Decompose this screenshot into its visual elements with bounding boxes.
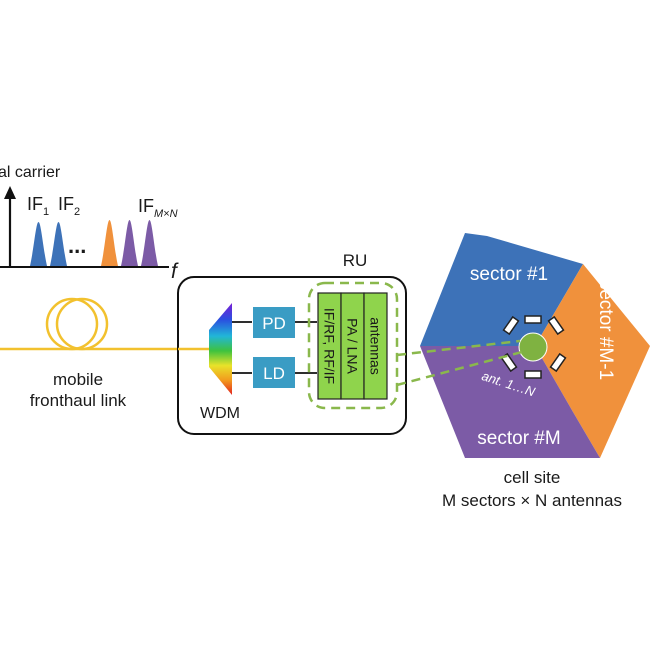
ru-title: RU [343, 251, 368, 270]
fronthaul-link: mobile fronthaul link [0, 297, 207, 410]
cell-site-caption-line1: cell site [504, 468, 561, 487]
rf-col-antennas [363, 292, 388, 400]
ld-box [253, 357, 295, 388]
sector-m [420, 346, 600, 458]
if-peak-4 [121, 220, 138, 266]
fiber-coil-1 [45, 297, 99, 351]
link-label-line1: mobile [53, 370, 103, 389]
fiber-coil-2 [55, 297, 109, 351]
if1-label: IF1 [27, 194, 49, 218]
antenna-feed-lines [396, 339, 523, 387]
ellipsis: ... [68, 233, 86, 258]
sector-1-label: sector #1 [470, 264, 548, 285]
link-label-line2: fronthaul link [30, 391, 127, 410]
wdm-prism [209, 303, 232, 395]
ifmn-label: IFM×N [138, 196, 178, 220]
antennas-label: antennas [368, 317, 384, 375]
antenna-element [524, 370, 542, 379]
if-peak-3 [101, 220, 118, 266]
pd-label: PD [262, 314, 286, 333]
radio-unit: RU WDM PD LD IF/RF, RF/IF PA / LNA anten… [177, 251, 407, 435]
sector-1 [420, 233, 583, 346]
antenna-element [524, 315, 542, 324]
if-peak-5 [141, 220, 158, 266]
antenna-element [549, 352, 567, 373]
if2-label: IF2 [58, 194, 80, 218]
frequency-axis-label: f [171, 260, 179, 283]
feed-line-upper [396, 339, 521, 357]
antenna-hub [518, 332, 548, 362]
antenna-element [502, 315, 520, 336]
pd-box [253, 307, 295, 338]
ifrf-label: IF/RF, RF/IF [322, 308, 338, 384]
feed-line-lower [396, 350, 523, 387]
pa-lna-label: PA / LNA [345, 318, 361, 374]
spectrum: al carrier IF1 IF2 IFM×N ... f [0, 164, 179, 283]
optical-carrier-label: al carrier [0, 164, 61, 181]
sector-m-1 [535, 264, 650, 458]
sector-m-1-label: sector #M-1 [595, 280, 616, 380]
if-peak-2 [50, 222, 67, 266]
ld-label: LD [263, 364, 285, 383]
cell-site-caption-line2: M sectors × N antennas [442, 491, 622, 510]
sector-m-label: sector #M [477, 428, 560, 449]
rf-module-outline [307, 281, 399, 410]
wdm-label: WDM [200, 405, 240, 422]
optical-carrier-arrowhead [4, 186, 16, 199]
antenna-element [547, 315, 565, 336]
cell-site: sector #1 sector #M-1 sector #M ant. 1…N… [420, 233, 650, 510]
if-peak-1 [30, 222, 47, 266]
